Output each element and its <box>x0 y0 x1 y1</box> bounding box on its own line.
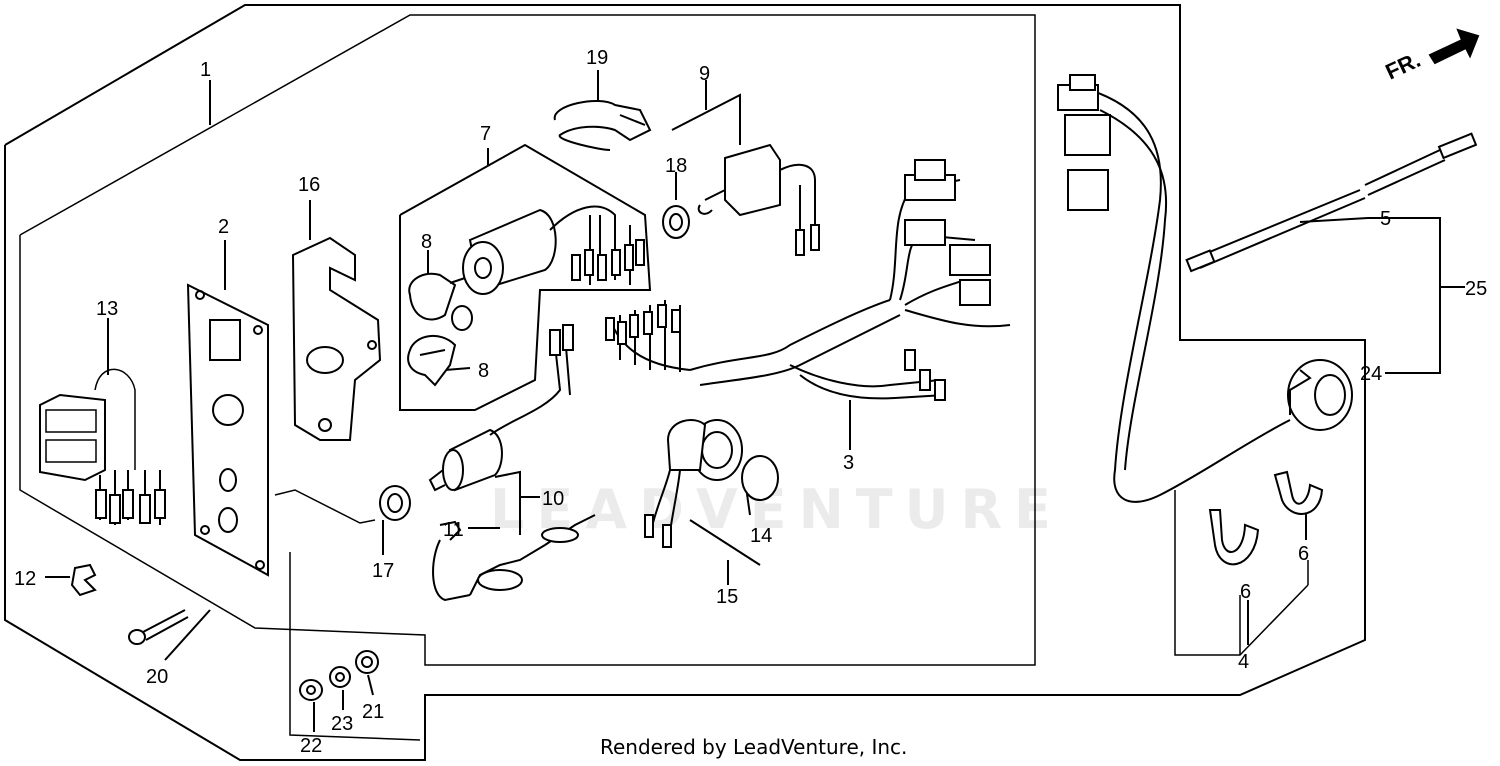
callout-20: 20 <box>146 666 168 688</box>
callout-19: 19 <box>586 47 608 69</box>
toggle-switch-9 <box>662 143 820 256</box>
frame-outline <box>4 4 1366 761</box>
key-switch-7 <box>462 205 645 295</box>
callout-2: 2 <box>218 216 229 238</box>
callout-13: 13 <box>96 298 118 320</box>
switch-assembly-13 <box>39 368 166 525</box>
lanyard-11 <box>432 514 596 602</box>
clamp-6-left <box>1208 509 1260 566</box>
callout-8a: 8 <box>421 231 432 253</box>
callout-17: 17 <box>372 560 394 582</box>
callout-9: 9 <box>699 63 710 85</box>
nut-17 <box>379 485 411 521</box>
screw-20 <box>128 609 189 645</box>
callout-11: 11 <box>443 519 464 541</box>
callout-1: 1 <box>200 59 211 81</box>
front-direction-arrow: FR. <box>1382 28 1480 85</box>
callout-5: 5 <box>1380 208 1391 230</box>
bracket-16 <box>291 236 382 441</box>
buzzer-cover-14 <box>741 455 779 501</box>
callout-labels: 1 2 3 4 5 6 6 7 8 8 9 10 11 12 13 14 15 … <box>14 47 1487 757</box>
wire-harness-3 <box>605 159 1011 401</box>
direction-label: FR. <box>1382 47 1425 85</box>
clamp-6-right <box>1273 470 1324 515</box>
callout-25: 25 <box>1465 278 1487 300</box>
callout-6a: 6 <box>1240 581 1251 603</box>
callout-14: 14 <box>750 525 772 547</box>
callout-21: 21 <box>362 701 384 723</box>
washer-23 <box>329 666 351 688</box>
cable-tie-19 <box>553 99 652 151</box>
stop-switch-10 <box>428 324 574 492</box>
buzzer-15 <box>644 419 743 548</box>
nut-21 <box>355 650 379 674</box>
key-8-bottom <box>407 335 457 387</box>
callout-7: 7 <box>480 123 491 145</box>
callout-15: 15 <box>716 586 738 608</box>
washer-22 <box>299 679 323 701</box>
callout-3: 3 <box>843 452 854 474</box>
callout-12: 12 <box>14 568 36 590</box>
callout-8b: 8 <box>478 360 489 382</box>
callout-22: 22 <box>300 735 322 757</box>
cable-5 <box>1185 132 1478 273</box>
callout-23: 23 <box>331 713 353 735</box>
panel-plate-2 <box>186 283 269 577</box>
callout-24: 24 <box>1360 363 1382 385</box>
callout-10: 10 <box>542 488 564 510</box>
clip-12 <box>70 563 97 597</box>
callout-16: 16 <box>298 174 320 196</box>
key-8-top <box>408 272 473 331</box>
callout-6b: 6 <box>1298 543 1309 565</box>
callout-18: 18 <box>665 155 687 177</box>
render-credit: Rendered by LeadVenture, Inc. <box>600 735 908 759</box>
extension-harness-24 <box>1057 74 1353 503</box>
callout-4: 4 <box>1238 651 1249 673</box>
